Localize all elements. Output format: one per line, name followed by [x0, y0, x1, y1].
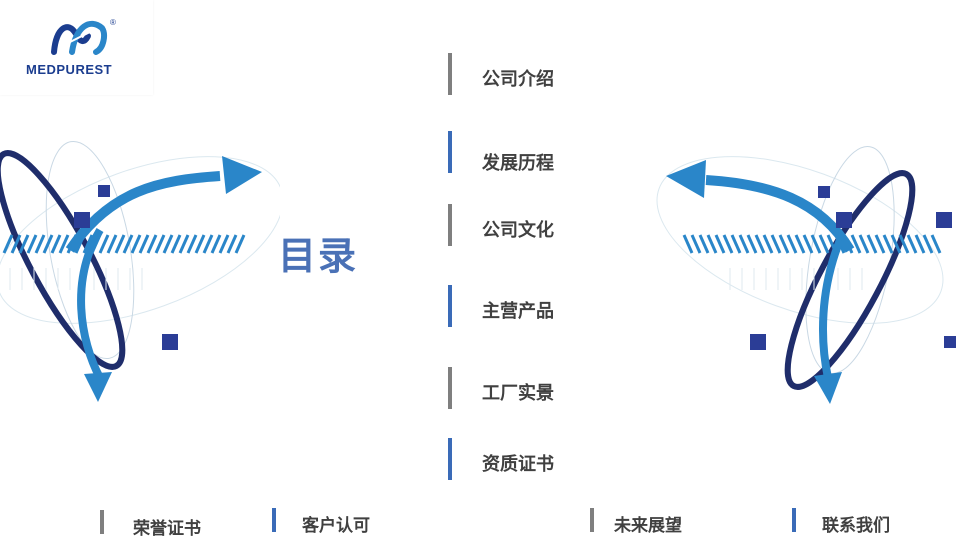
- divider-bar: [272, 508, 276, 532]
- divider-bar: [448, 438, 452, 480]
- divider-bar: [448, 285, 452, 327]
- toc-item-label: 未来展望: [614, 516, 682, 535]
- divider-bar: [448, 131, 452, 173]
- divider-bar: [448, 53, 452, 95]
- logo-mark-icon: [51, 20, 107, 55]
- toc-item-label: 公司介绍: [482, 69, 554, 89]
- divider-bar: [792, 508, 796, 532]
- page-title: 目录: [278, 236, 359, 278]
- decorative-arrows-left: [0, 140, 280, 402]
- divider-bar: [100, 510, 104, 534]
- toc-item-label: 资质证书: [482, 454, 554, 474]
- toc-item-label: 发展历程: [482, 153, 554, 173]
- toc-item-label: 荣誉证书: [133, 519, 201, 538]
- toc-item-label: 客户认可: [302, 516, 370, 535]
- divider-bar: [448, 204, 452, 246]
- toc-item-label: 主营产品: [482, 301, 554, 321]
- divider-bar: [590, 508, 594, 532]
- decorative-arrows-right: [656, 146, 956, 404]
- logo: ® MEDPUREST: [0, 0, 153, 95]
- logo-text: MEDPUREST: [26, 62, 113, 77]
- toc-item-label: 联系我们: [822, 516, 890, 535]
- toc-item-label: 工厂实景: [482, 383, 554, 403]
- divider-bar: [448, 367, 452, 409]
- toc-item-label: 公司文化: [482, 220, 554, 240]
- registered-mark: ®: [110, 18, 116, 27]
